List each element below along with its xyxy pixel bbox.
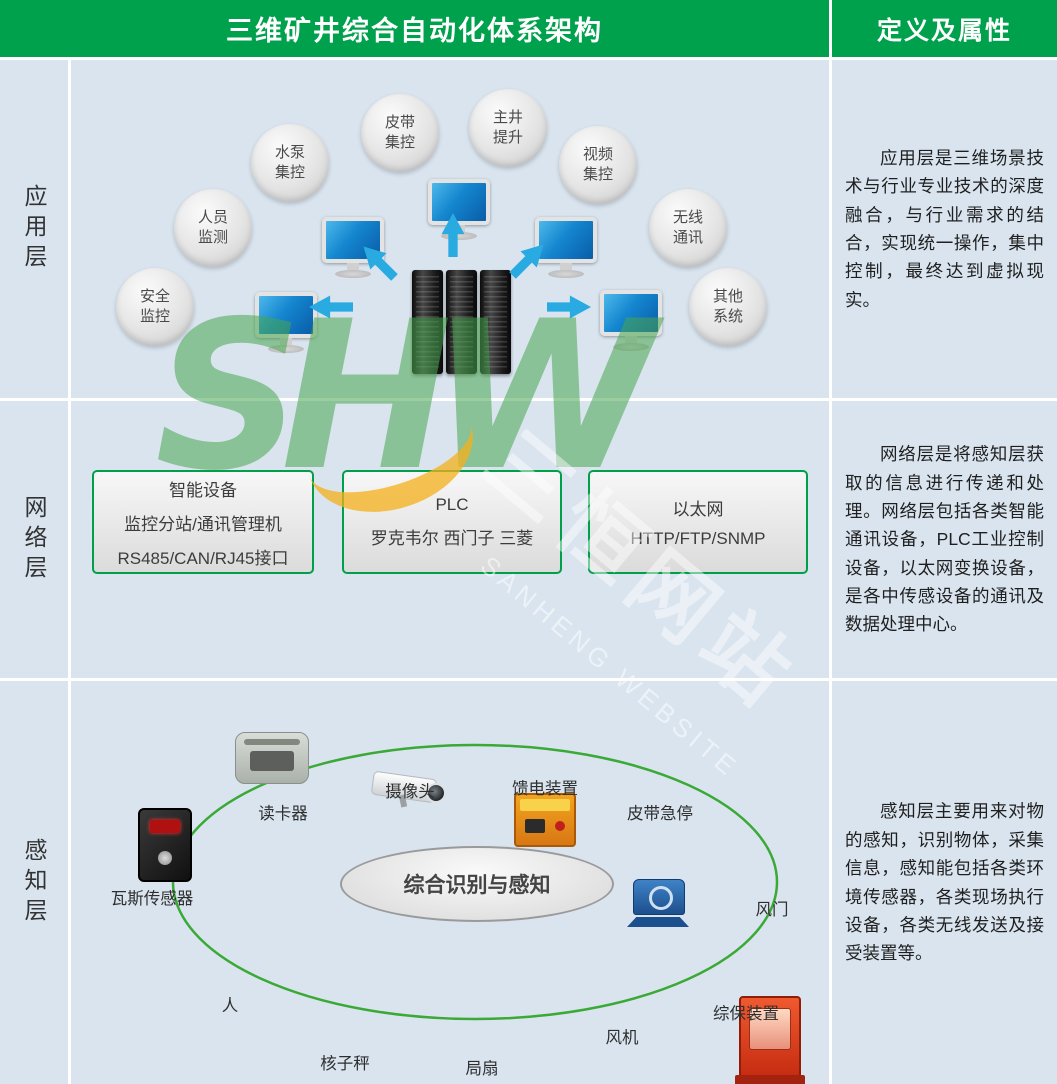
right-column-divider [829,0,832,1084]
network-box-line: 以太网 [672,500,724,519]
air-door-icon [735,996,805,1084]
application-layer-description: 应用层是三维场景技术与行业专业技术的深度融合，与行业需求的结合，实现统一操作，集… [845,147,1044,310]
app-bubble-video-control: 视频集控 [559,126,637,204]
device-label-card-reader: 读卡器 [258,805,308,823]
perception-layer-description: 感知层主要用来对物的感知，识别物体，采集信息，感知能包括各类环境传感器，各类现场… [845,801,1044,964]
network-box-line: HTTP/FTP/SNMP [630,529,766,548]
network-box-line: PLC [435,495,469,514]
app-bubble-security-monitoring: 安全监控 [116,268,194,346]
right-panel-title: 定义及属性 [876,16,1012,45]
belt-emergency-stop-icon [625,879,691,927]
card-reader-icon [235,732,309,784]
monitor-icon [428,179,490,240]
server-tower-icon [480,270,511,374]
server-tower-icon [412,270,443,374]
perception-center-ellipse: 综合识别与感知 [340,846,614,922]
device-label-air-door: 风门 [755,901,789,919]
monitor-icon [600,290,662,351]
monitor-icon [255,292,317,353]
power-feed-icon [514,793,576,847]
page-title: 三维矿井综合自动化体系架构 [226,16,603,46]
network-layer-description: 网络层是将感知层获取的信息进行传递和处理。网络层包括各类智能通讯设备，PLC工业… [845,444,1044,635]
network-box-line: 智能设备 [169,480,237,500]
device-label-local-fan: 局扇 [465,1060,499,1078]
monitor-screen [535,217,597,263]
perception-ring [171,743,779,1021]
network-box-line: RS485/CAN/RJ45接口 [117,548,289,568]
monitor-icon [322,217,384,278]
app-bubble-main-shaft-hoist: 主井提升 [469,89,547,167]
camera-icon [370,767,448,808]
device-label-belt-emergency-stop: 皮带急停 [627,805,693,823]
monitor-icon [535,217,597,278]
network-box-line: 罗克韦尔 西门子 三菱 [370,529,534,548]
gas-sensor-icon [138,808,192,882]
left-column-divider [68,60,71,1084]
app-bubble-pump-control: 水泵集控 [251,124,329,202]
app-bubble-belt-control: 皮带集控 [361,94,439,172]
device-label-nuclear-scale: 核子秤 [320,1055,370,1073]
device-label-camera: 摄像头 [385,783,435,801]
header-bar [0,0,1057,57]
network-box-ethernet: 以太网 HTTP/FTP/SNMP [588,470,808,574]
device-label-fan: 风机 [605,1029,639,1047]
monitor-screen [600,290,662,336]
device-label-protection-device: 综保装置 [713,1005,779,1023]
device-label-gas-sensor: 瓦斯传感器 [110,890,194,908]
app-bubble-wireless-comm: 无线通讯 [649,189,727,267]
network-box-plc: PLC 罗克韦尔 西门子 三菱 [342,470,562,574]
layer-label-perception: 感知层 [21,837,47,928]
network-box-line: 监控分站/通讯管理机 [124,514,282,534]
network-box-smart-devices: 智能设备 监控分站/通讯管理机 RS485/CAN/RJ45接口 [92,470,314,574]
layer-label-application: 应用层 [21,184,47,274]
device-label-person: 人 [221,997,239,1015]
server-rack-icon [412,270,511,374]
server-tower-icon [446,270,477,374]
app-bubble-personnel-monitoring: 人员监测 [174,189,252,267]
monitor-screen [428,179,490,225]
app-bubble-other-systems: 其他系统 [689,268,767,346]
monitor-screen [255,292,317,338]
layer-label-network: 网络层 [21,494,47,585]
device-label-power-feed: 馈电装置 [512,780,578,798]
